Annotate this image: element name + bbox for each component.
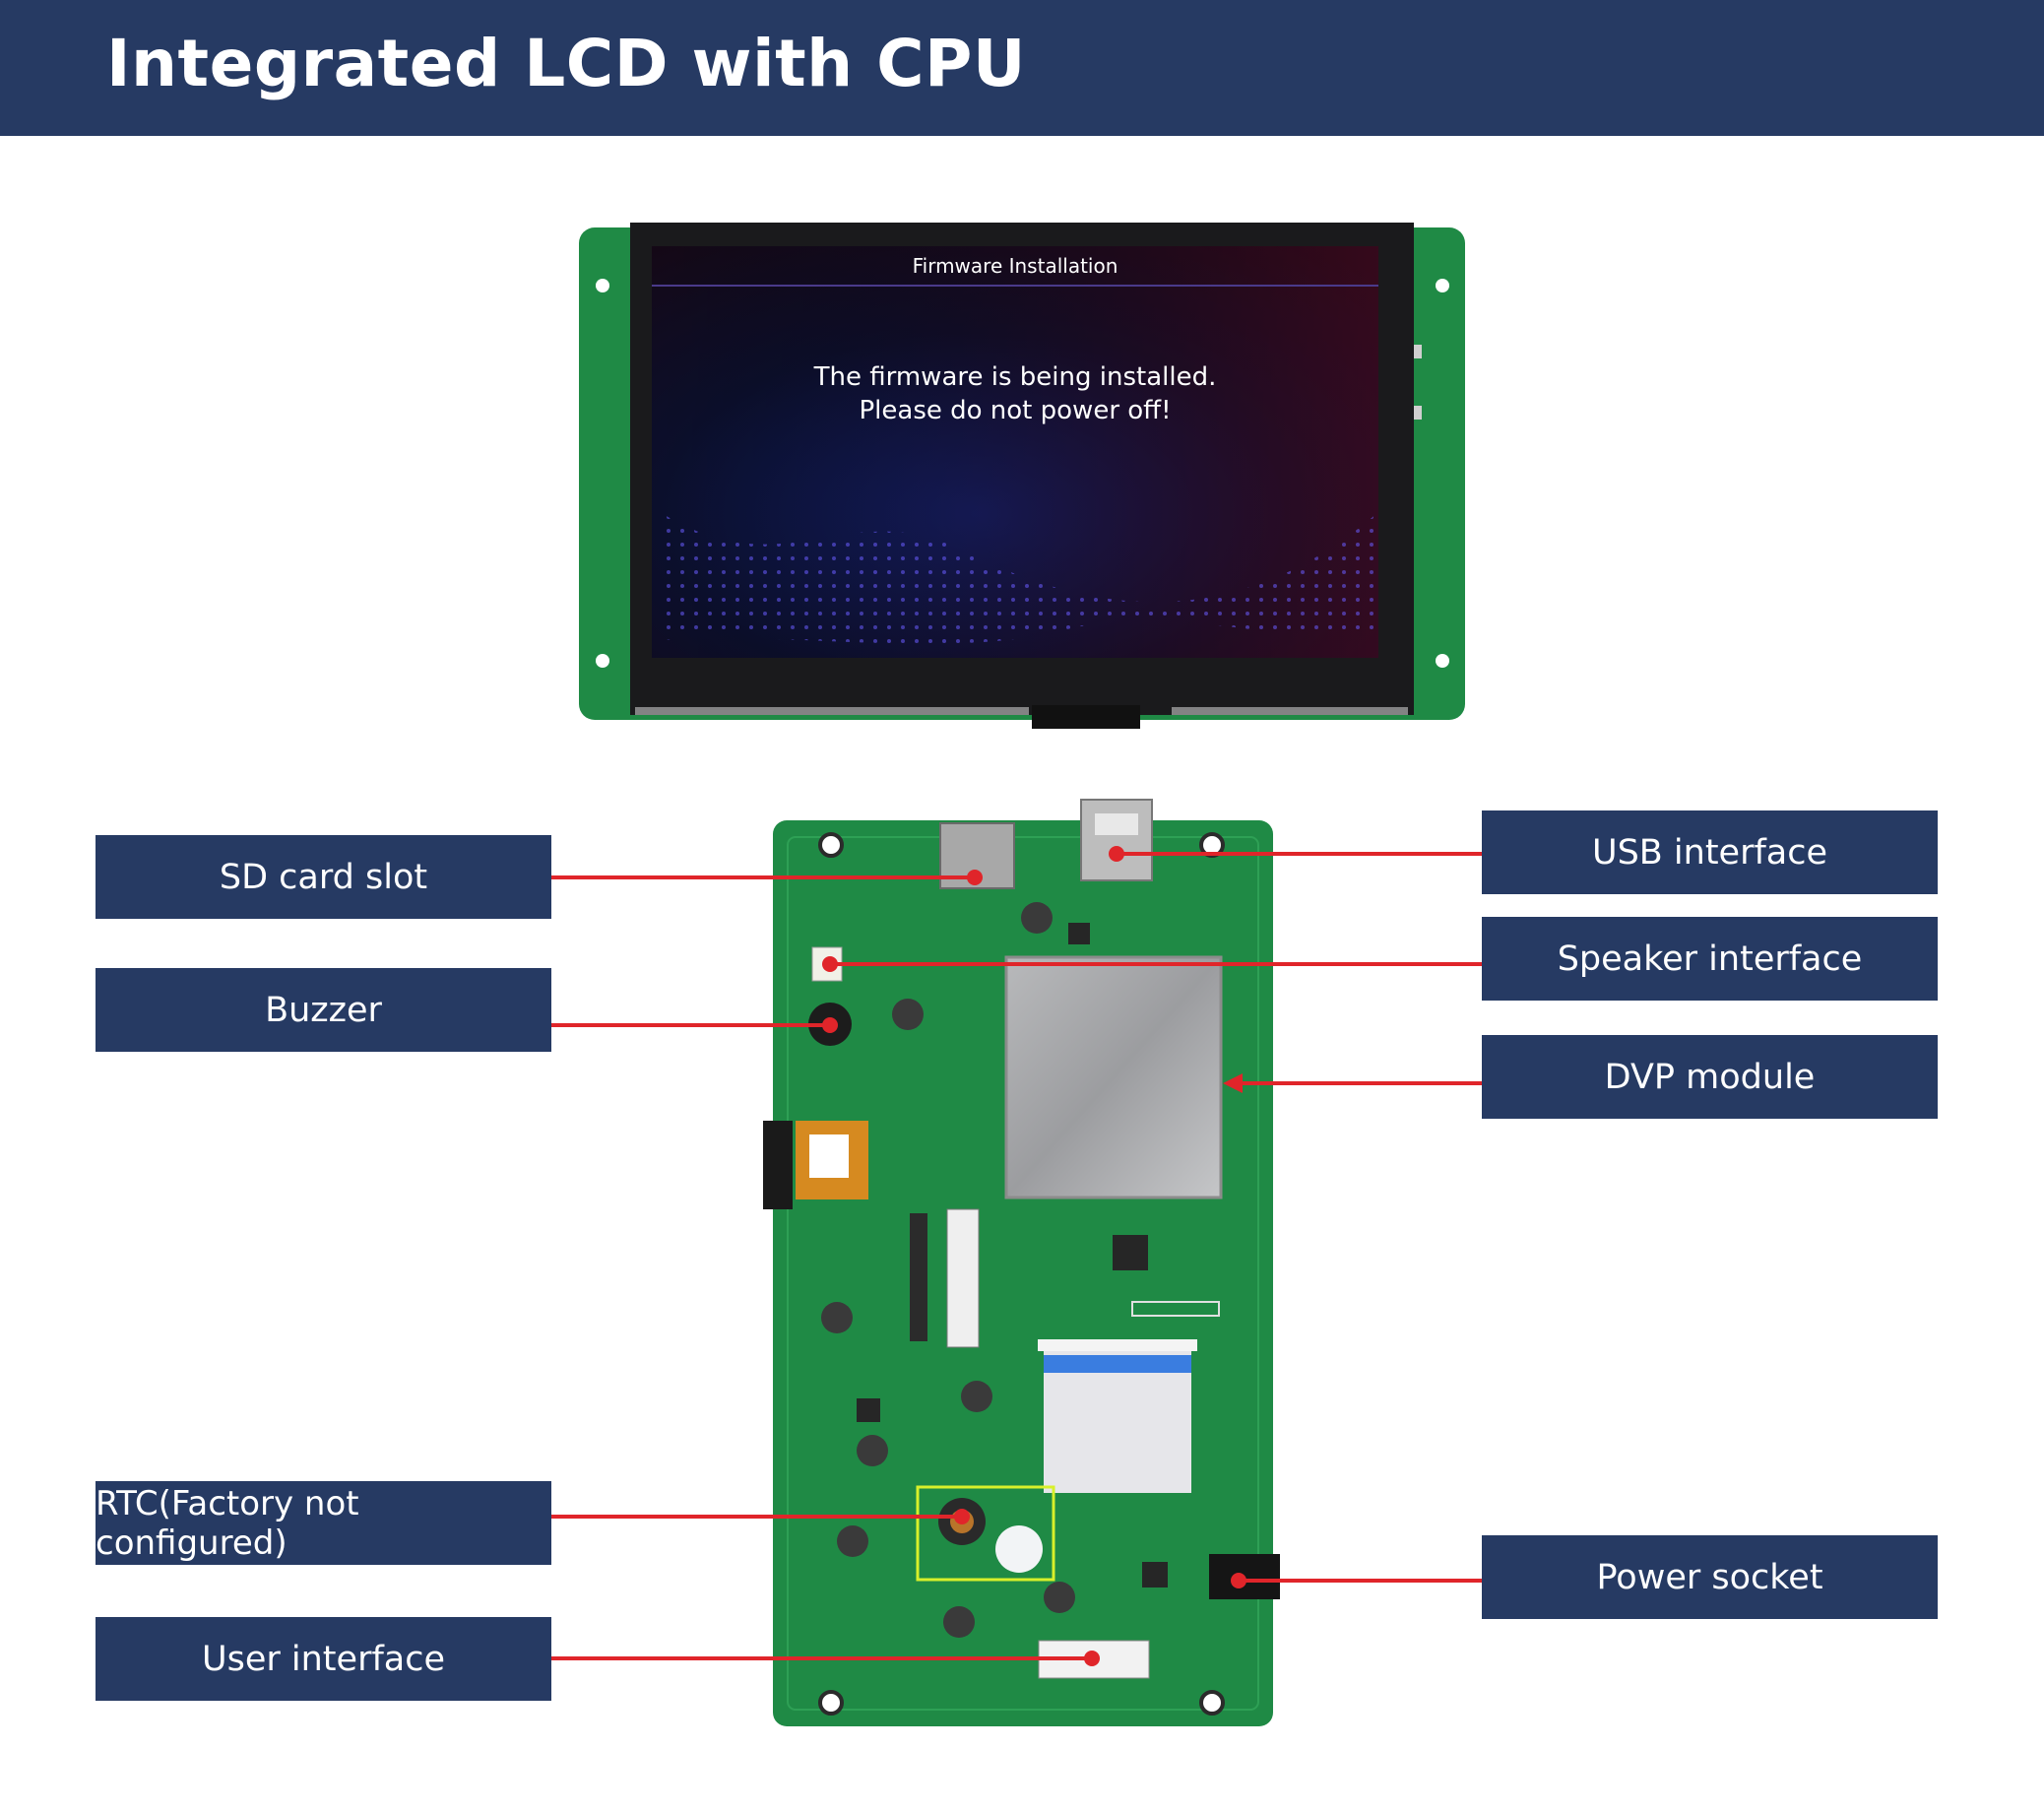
dot-buzzer bbox=[822, 1017, 838, 1033]
page-title: Integrated LCD with CPU bbox=[106, 26, 1026, 101]
callout-user-interface: User interface bbox=[96, 1617, 551, 1701]
callout-speaker-interface: Speaker interface bbox=[1482, 917, 1938, 1001]
leader-buzzer bbox=[551, 1023, 830, 1027]
callout-dvp-module: DVP module bbox=[1482, 1035, 1938, 1119]
leader-speaker-interface bbox=[830, 962, 1482, 966]
dot-rtc bbox=[954, 1509, 970, 1524]
dot-speaker-interface bbox=[822, 956, 838, 972]
callout-power-socket: Power socket bbox=[1482, 1535, 1938, 1619]
leader-usb-interface bbox=[1117, 852, 1482, 856]
callout-sd-card-slot: SD card slot bbox=[96, 835, 551, 919]
callout-rtc: RTC(Factory not configured) bbox=[96, 1481, 551, 1565]
dot-sd-card-slot bbox=[967, 870, 983, 885]
dot-power-socket bbox=[1231, 1573, 1246, 1588]
header-bar: Integrated LCD with CPU bbox=[0, 0, 2044, 136]
callout-usb-interface: USB interface bbox=[1482, 810, 1938, 894]
leader-dvp-module bbox=[1239, 1081, 1482, 1085]
lcd-front-module bbox=[579, 223, 1465, 729]
callout-buzzer: Buzzer bbox=[96, 968, 551, 1052]
leader-power-socket bbox=[1239, 1579, 1482, 1583]
leader-sd-card-slot bbox=[551, 875, 975, 879]
leader-rtc bbox=[551, 1515, 962, 1519]
screen-message-line2: Please do not power off! bbox=[859, 396, 1172, 425]
screen-message-line1: The firmware is being installed. bbox=[813, 362, 1217, 392]
pcb-rear-board bbox=[763, 799, 1280, 1726]
dot-user-interface bbox=[1084, 1651, 1100, 1666]
screen-title: Firmware Installation bbox=[912, 254, 1118, 278]
leader-user-interface bbox=[551, 1656, 1091, 1660]
dot-usb-interface bbox=[1109, 846, 1124, 862]
